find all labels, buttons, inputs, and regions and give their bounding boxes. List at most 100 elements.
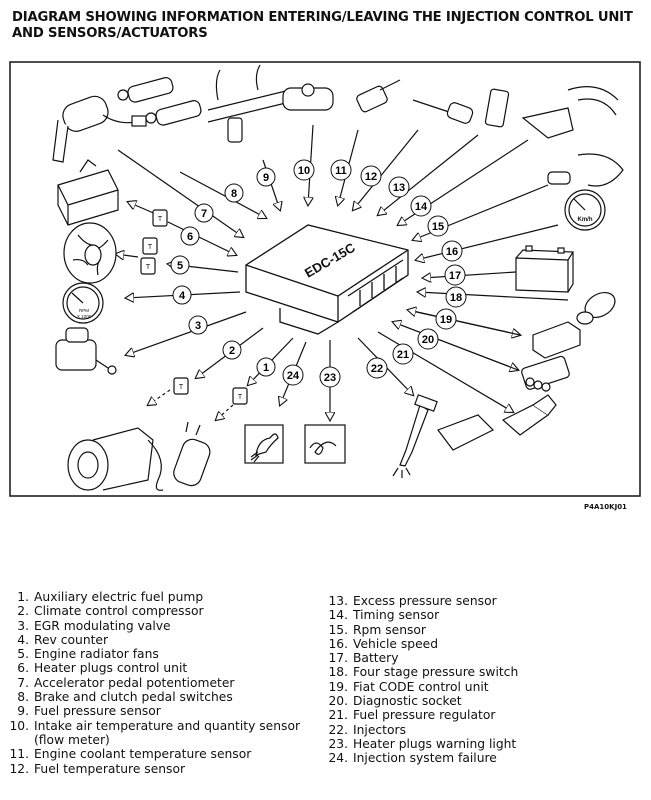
callout-16: 16 [441,240,463,262]
relay-label: T [238,394,243,401]
heater-plug-warning-light-icon [304,424,346,464]
svg-text:14: 14 [415,201,428,213]
legend-left-column: 1.Auxiliary electric fuel pump 2.Climate… [4,590,324,776]
svg-text:12: 12 [365,171,377,183]
callout-15: 15 [427,215,449,237]
callout-2: 2 [222,340,242,360]
accelerator-potentiometer-icon [52,95,147,163]
svg-text:1: 1 [263,362,269,374]
legend-item: 5.Engine radiator fans [17,647,159,662]
diagram-title: DIAGRAM SHOWING INFORMATION ENTERING/LEA… [12,10,651,42]
callout-17: 17 [444,264,466,286]
legend-item: 20.Diagnostic socket [328,694,462,709]
rev-counter-icon: RPM X 1000 [62,282,104,324]
svg-text:4: 4 [179,290,186,302]
legend-item: 10.Intake air temperature and quantity s… [9,718,301,733]
svg-text:18: 18 [450,292,462,304]
flow-meter-icon [282,83,334,111]
arrow-8 [179,171,266,218]
callout-18: 18 [445,286,467,308]
heater-plug-control-unit-icon [57,159,119,226]
callout-14: 14 [410,195,432,217]
arrow-21 [377,331,513,412]
callout-21: 21 [392,343,414,365]
legend-item: 6.Heater plugs control unit [17,661,188,676]
arrow-1b [216,404,234,420]
callout-24: 24 [282,364,304,386]
svg-text:X 1000: X 1000 [77,314,92,319]
svg-text:19: 19 [440,314,452,326]
callout-11: 11 [330,159,352,181]
svg-text:7: 7 [201,208,207,220]
callout-12: 12 [360,165,382,187]
legend-item: 7.Accelerator pedal potentiometer [17,675,235,690]
legend-item: 17.Battery [328,651,399,666]
coolant-temp-sensor-icon [356,79,401,113]
arrow-3 [126,311,247,355]
legend-item: 12.Fuel temperature sensor [9,761,186,776]
svg-text:Km/h: Km/h [578,217,593,223]
legend-item: 19.Fiat CODE control unit [328,679,489,694]
fuel-pump-icon [173,421,211,487]
legend-item: 3.EGR modulating valve [17,618,171,633]
svg-text:20: 20 [422,334,434,346]
callout-7: 7 [194,203,214,223]
legend-item: (flow meter) [34,732,110,747]
callout-8: 8 [224,183,244,203]
injection-failure-light-icon [244,424,284,464]
svg-text:13: 13 [393,182,405,194]
legend-right-column: 13.Excess pressure sensor 14.Timing sens… [322,594,642,766]
diagnostic-socket-icon [521,355,570,392]
callout-19: 19 [435,308,457,330]
legend-item: 11.Engine coolant temperature sensor [9,747,252,762]
rpm-sensor-icon [547,153,624,187]
relay-label: T [158,216,163,223]
legend-item: 23.Heater plugs warning light [328,736,517,751]
svg-text:23: 23 [324,372,336,384]
title-line-2: AND SENSORS/ACTUATORS [12,26,208,41]
legend-item: 22.Injectors [328,722,406,737]
legend-item: 2.Climate control compressor [17,604,204,619]
callout-20: 20 [417,328,439,350]
legend-item: 14.Timing sensor [328,608,440,623]
compressor-icon [67,427,164,491]
legend-item: 16.Vehicle speed [328,636,439,651]
svg-text:11: 11 [335,165,347,177]
legend-item: 13.Excess pressure sensor [328,594,497,608]
svg-text:21: 21 [397,349,409,361]
timing-sensor-icon [521,86,619,139]
callout-22: 22 [366,357,388,379]
diagram-figure: EDC-15C 1 2 [8,60,644,500]
svg-text:24: 24 [287,370,300,382]
svg-text:5: 5 [177,260,183,272]
svg-text:6: 6 [187,231,193,243]
legend-item: 8.Brake and clutch pedal switches [17,690,233,705]
excess-pressure-sensor-icon [484,88,510,128]
svg-text:2: 2 [229,345,235,357]
svg-text:3: 3 [195,320,201,332]
callout-1: 1 [256,357,276,377]
egr-valve-icon [55,327,117,375]
callout-10: 10 [293,159,315,181]
fuel-pressure-regulator-icon [437,394,557,451]
svg-text:9: 9 [263,172,269,184]
callout-9: 9 [256,167,276,187]
arrow-18 [418,292,569,301]
arrow-12 [353,129,419,210]
pressure-switch-icon [576,291,616,325]
figure-reference-id: P4A10KJ01 [584,503,627,511]
svg-text:15: 15 [432,221,444,233]
svg-text:17: 17 [449,270,461,282]
callout-5: 5 [170,255,190,275]
callouts: 1 2 3 4 5 6 7 8 9 10 11 12 13 14 15 16 1… [170,159,467,388]
svg-text:22: 22 [371,363,383,375]
battery-icon [515,245,575,293]
injector-icon [392,394,438,478]
diagram-svg: EDC-15C 1 2 [9,61,641,497]
arrow-2b [148,389,171,405]
arrow-7 [117,149,243,237]
arrow-5b [116,254,139,257]
callout-4: 4 [172,285,192,305]
radiator-fan-icon [63,222,117,284]
